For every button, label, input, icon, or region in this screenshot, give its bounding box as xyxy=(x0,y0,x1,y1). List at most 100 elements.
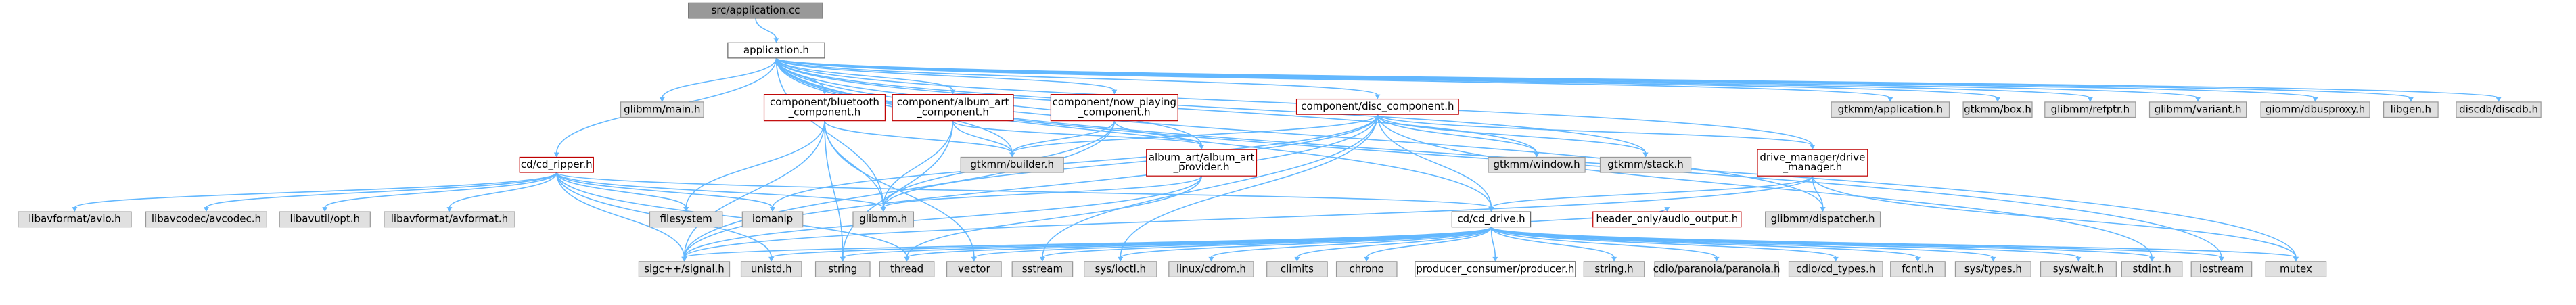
edge-arrowhead xyxy=(1375,94,1381,99)
edge-cd_drive-to-string_h xyxy=(1490,227,1615,258)
node-mutex[interactable]: mutex xyxy=(2265,261,2327,277)
node-label: glibmm/variant.h xyxy=(2155,103,2242,115)
node-avio[interactable]: libavformat/avio.h xyxy=(18,211,132,228)
node-linux-cdrom[interactable]: linux/cdrom.h xyxy=(1168,261,1254,277)
edge-app-to-discdb xyxy=(775,57,2500,99)
node-comp-album[interactable]: component/album_art_component.h xyxy=(892,94,1014,122)
node-label: chrono xyxy=(1350,262,1384,275)
node-drive-mgr[interactable]: drive_manager/drive_manager.h xyxy=(1757,149,1868,177)
node-box xyxy=(519,156,594,173)
node-sys-types[interactable]: sys/types.h xyxy=(1954,261,2031,277)
node-label: iomanip xyxy=(752,213,793,225)
node-comp-now[interactable]: component/now_playing_component.h xyxy=(1050,94,1178,122)
node-discdb[interactable]: discdb/discdb.h xyxy=(2456,101,2542,118)
node-avformat[interactable]: libavformat/avformat.h xyxy=(384,211,515,228)
node-glibmm-main[interactable]: glibmm/main.h xyxy=(620,101,704,118)
node-box xyxy=(384,211,515,228)
node-label: cd/cd_ripper.h xyxy=(521,158,593,171)
node-unistd[interactable]: unistd.h xyxy=(740,261,802,277)
node-glib-variant[interactable]: glibmm/variant.h xyxy=(2148,101,2247,118)
edge-root-to-app xyxy=(755,18,777,39)
node-sstream[interactable]: sstream xyxy=(1011,261,1074,277)
node-comp-bt[interactable]: component/bluetooth_component.h xyxy=(763,94,886,122)
node-thread[interactable]: thread xyxy=(879,261,935,277)
edge-arrowhead xyxy=(1642,152,1649,158)
node-label: libavformat/avio.h xyxy=(28,213,120,225)
edge-drive_mgr-to-cd_drive xyxy=(1490,175,1814,208)
node-producer[interactable]: producer_consumer/producer.h xyxy=(1414,261,1576,277)
node-box xyxy=(1831,101,1950,118)
node-filesystem[interactable]: filesystem xyxy=(649,211,723,228)
node-fcntl[interactable]: fcntl.h xyxy=(1890,261,1946,277)
edge-comp_disc-to-sys_ioctl xyxy=(1120,114,1379,258)
node-giomm-dbus[interactable]: giomm/dbusproxy.h xyxy=(2260,101,2370,118)
node-glib-refptr[interactable]: glibmm/refptr.h xyxy=(2044,101,2136,118)
node-cd-ripper[interactable]: cd/cd_ripper.h xyxy=(519,156,594,173)
node-gtk-app[interactable]: gtkmm/application.h xyxy=(1831,101,1950,118)
node-string[interactable]: string xyxy=(814,261,871,277)
node-glibmm[interactable]: glibmm.h xyxy=(852,211,915,228)
node-stdint[interactable]: stdint.h xyxy=(2121,261,2183,277)
node-box xyxy=(638,261,731,277)
node-chrono[interactable]: chrono xyxy=(1335,261,1398,277)
node-label: unistd.h xyxy=(751,262,792,275)
node-box xyxy=(145,211,267,228)
node-paranoia[interactable]: cdio/paranoia/paranoia.h xyxy=(1653,261,1780,277)
node-gtk-stack[interactable]: gtkmm/stack.h xyxy=(1599,156,1692,173)
edge-arrowhead xyxy=(681,256,687,262)
edge-comp_bt-to-filesystem xyxy=(685,120,825,208)
node-label: glibmm/main.h xyxy=(624,103,700,115)
node-iostream[interactable]: iostream xyxy=(2190,261,2253,277)
node-root[interactable]: src/application.cc xyxy=(688,2,823,19)
node-label: gtkmm/window.h xyxy=(1493,158,1580,170)
node-sys-wait[interactable]: sys/wait.h xyxy=(2040,261,2117,277)
node-box xyxy=(1295,98,1459,115)
node-label: sys/wait.h xyxy=(2053,262,2104,275)
edge-arrowhead xyxy=(446,207,453,212)
node-box xyxy=(2190,261,2253,277)
node-sigc-signal[interactable]: sigc++/signal.h xyxy=(638,261,731,277)
node-string-h[interactable]: string.h xyxy=(1583,261,1645,277)
node-box xyxy=(727,42,825,59)
node-cd-drive[interactable]: cd/cd_drive.h xyxy=(1451,211,1532,228)
node-climits[interactable]: climits xyxy=(1266,261,1328,277)
node-label: cdio/cd_types.h xyxy=(1796,262,1875,275)
node-label: string.h xyxy=(1594,262,1633,275)
edge-arrowhead xyxy=(1914,256,1920,262)
node-label: cd/cd_drive.h xyxy=(1457,213,1525,226)
node-gtk-box[interactable]: gtkmm/box.h xyxy=(1962,101,2033,118)
node-gtk-window[interactable]: gtkmm/window.h xyxy=(1488,156,1586,173)
edge-arrowhead xyxy=(2075,256,2082,262)
edge-arrowhead xyxy=(904,256,910,262)
node-cd-types[interactable]: cdio/cd_types.h xyxy=(1788,261,1883,277)
node-libgen[interactable]: libgen.h xyxy=(2383,101,2439,118)
node-box xyxy=(879,261,935,277)
node-vector[interactable]: vector xyxy=(946,261,1002,277)
edge-cd_drive-to-chrono xyxy=(1366,227,1492,258)
edge-cd_ripper-to-iomanip xyxy=(555,172,773,208)
node-iomanip[interactable]: iomanip xyxy=(741,211,804,228)
node-app[interactable]: application.h xyxy=(727,42,825,59)
edge-cd_drive-to-producer xyxy=(1490,227,1496,258)
node-avutil-opt[interactable]: libavutil/opt.h xyxy=(279,211,371,228)
edge-cd_drive-to-linux_cdrom xyxy=(1210,227,1492,258)
node-glib-dispatcher[interactable]: glibmm/dispatcher.h xyxy=(1765,211,1881,228)
node-avcodec[interactable]: libavcodec/avcodec.h xyxy=(145,211,267,228)
edge-arrowhead xyxy=(1611,256,1617,262)
node-gtk-builder[interactable]: gtkmm/builder.h xyxy=(960,156,1064,173)
node-album-provider[interactable]: album_art/album_art_provider.h xyxy=(1146,149,1258,177)
node-label: libavformat/avformat.h xyxy=(391,213,508,225)
edge-cd_drive-to-sys_types xyxy=(1490,226,1994,258)
node-sys-ioctl[interactable]: sys/ioctl.h xyxy=(1084,261,1157,277)
node-box xyxy=(852,211,915,228)
edge-cd_drive-to-cd_types xyxy=(1490,226,1837,258)
node-label: climits xyxy=(1281,262,1314,275)
node-comp-disc[interactable]: component/disc_component.h xyxy=(1295,98,1459,115)
node-audio-output[interactable]: header_only/audio_output.h xyxy=(1592,211,1742,228)
edge-arrowhead xyxy=(1488,207,1494,212)
edge-arrowhead xyxy=(2087,97,2093,102)
edge-cd_drive-to-sys_ioctl xyxy=(1120,226,1492,258)
edge-arrowhead xyxy=(971,256,977,262)
edge-comp_bt-to-sigc_signal xyxy=(683,120,825,258)
